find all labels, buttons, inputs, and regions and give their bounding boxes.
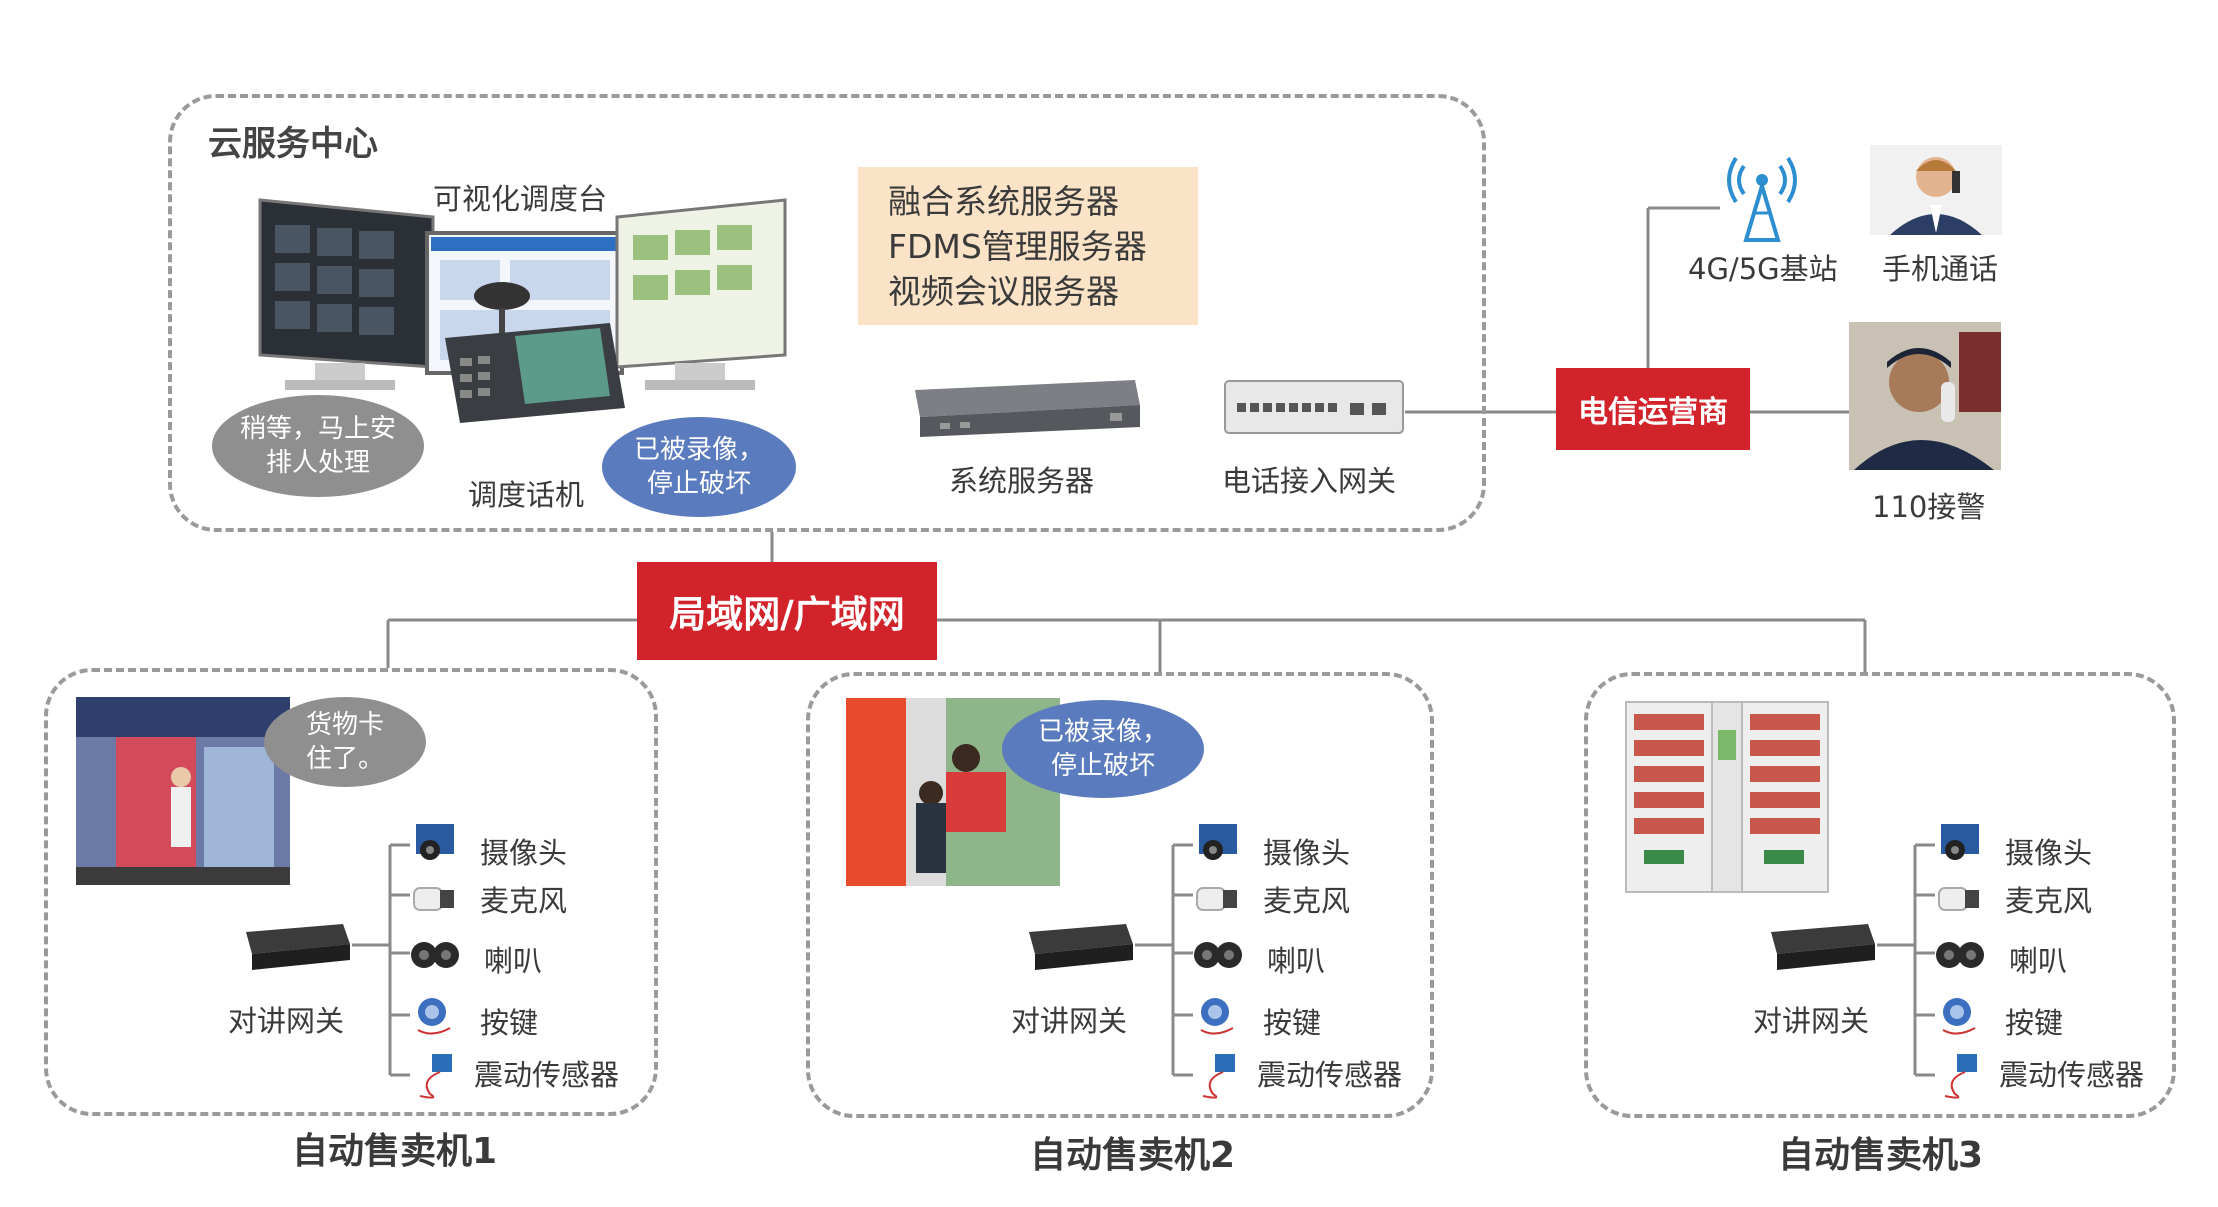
- cloud-bubble-left: 稍等，马上安 排人处理: [212, 395, 424, 497]
- button-icon: [1942, 998, 1976, 1035]
- machine-3-title: 自动售卖机3: [1778, 1135, 1984, 1176]
- server-item-fdms: FDMS管理服务器: [888, 227, 1147, 266]
- machine-2-bubble: 已被录像， 停止破坏: [1002, 700, 1204, 798]
- vibration-sensor-icon: [1944, 1054, 1977, 1099]
- phone-gateway-image: [1224, 380, 1404, 434]
- machine-3-gateway-label: 对讲网关: [1753, 1004, 1870, 1038]
- base-station-icon: [1727, 156, 1797, 242]
- camera-icon: [416, 824, 454, 860]
- cloud-bubble-right: 已被录像， 停止破坏: [602, 417, 796, 517]
- machine-3-device-button: 按键: [2005, 1006, 2064, 1040]
- machine-2-device-microphone: 麦克风: [1263, 884, 1351, 918]
- machine-1-device-camera: 摄像头: [480, 836, 568, 870]
- vending-machine-3-box: [1584, 672, 2176, 1118]
- dispatch-phone-image: [445, 282, 625, 423]
- machine-1-gateway-label: 对讲网关: [228, 1004, 345, 1038]
- machine-2-gateway-label: 对讲网关: [1011, 1004, 1128, 1038]
- button-icon: [417, 998, 451, 1035]
- vending-machine-2-box: [806, 672, 1434, 1118]
- cloud-center-box: [168, 94, 1486, 532]
- microphone-icon: [413, 887, 454, 911]
- microphone-icon: [1938, 887, 1979, 911]
- machine-3-device-vibration: 震动传感器: [1999, 1058, 2145, 1092]
- base-station-label: 4G/5G基站: [1688, 252, 1838, 286]
- machine-1-device-button: 按键: [480, 1006, 539, 1040]
- server-item-fusion: 融合系统服务器: [888, 182, 1119, 221]
- telecom-operator-box: 电信运营商: [1556, 368, 1750, 450]
- monitors-image: [258, 198, 787, 390]
- microphone-icon: [1196, 887, 1237, 911]
- camera-icon: [1941, 824, 1979, 860]
- machine-2-device-vibration: 震动传感器: [1257, 1058, 1403, 1092]
- system-server-image: [915, 380, 1140, 437]
- mobile-call-label: 手机通话: [1882, 252, 1999, 286]
- camera-icon: [1199, 824, 1237, 860]
- cloud-center-title: 云服务中心: [208, 124, 378, 164]
- machine-1-bubble: 货物卡 住了。: [264, 697, 426, 787]
- speaker-icon: [411, 942, 459, 968]
- machine-1-device-vibration: 震动传感器: [474, 1058, 620, 1092]
- console-label: 可视化调度台: [433, 182, 608, 216]
- speaker-icon: [1936, 942, 1984, 968]
- machine-2-title: 自动售卖机2: [1030, 1135, 1236, 1176]
- machine-1-title: 自动售卖机1: [292, 1131, 498, 1172]
- vibration-sensor-icon: [1202, 1054, 1235, 1099]
- vibration-sensor-icon: [419, 1054, 452, 1099]
- machine-3-device-speaker: 喇叭: [2009, 944, 2068, 978]
- server-item-video: 视频会议服务器: [888, 272, 1119, 311]
- phone-gateway-label: 电话接入网关: [1222, 464, 1397, 498]
- machine-1-device-speaker: 喇叭: [484, 944, 543, 978]
- machine-1-device-microphone: 麦克风: [480, 884, 568, 918]
- machine-2-device-camera: 摄像头: [1263, 836, 1351, 870]
- machine-3-device-microphone: 麦克风: [2005, 884, 2093, 918]
- speaker-icon: [1194, 942, 1242, 968]
- machine-3-intercom-gateway-image: [1771, 924, 1875, 970]
- system-server-label: 系统服务器: [949, 464, 1095, 498]
- machine-2-intercom-gateway-image: [1029, 924, 1133, 970]
- mobile-call-image: [1870, 145, 2002, 235]
- machine-1-intercom-gateway-image: [246, 924, 350, 970]
- machine-2-device-speaker: 喇叭: [1267, 944, 1326, 978]
- vending-machine-1-box: [44, 668, 658, 1116]
- machine-3-device-camera: 摄像头: [2005, 836, 2093, 870]
- servers-box: 融合系统服务器 FDMS管理服务器 视频会议服务器: [858, 167, 1198, 325]
- network-box: 局域网/广域网: [637, 562, 937, 660]
- phone-label: 调度话机: [468, 478, 585, 512]
- police-110-image: [1849, 322, 2001, 470]
- police-110-label: 110接警: [1872, 490, 1986, 524]
- machine-1-photo: [76, 697, 290, 885]
- button-icon: [1200, 998, 1234, 1035]
- machine-2-device-button: 按键: [1263, 1006, 1322, 1040]
- machine-3-photo: [1625, 701, 1829, 893]
